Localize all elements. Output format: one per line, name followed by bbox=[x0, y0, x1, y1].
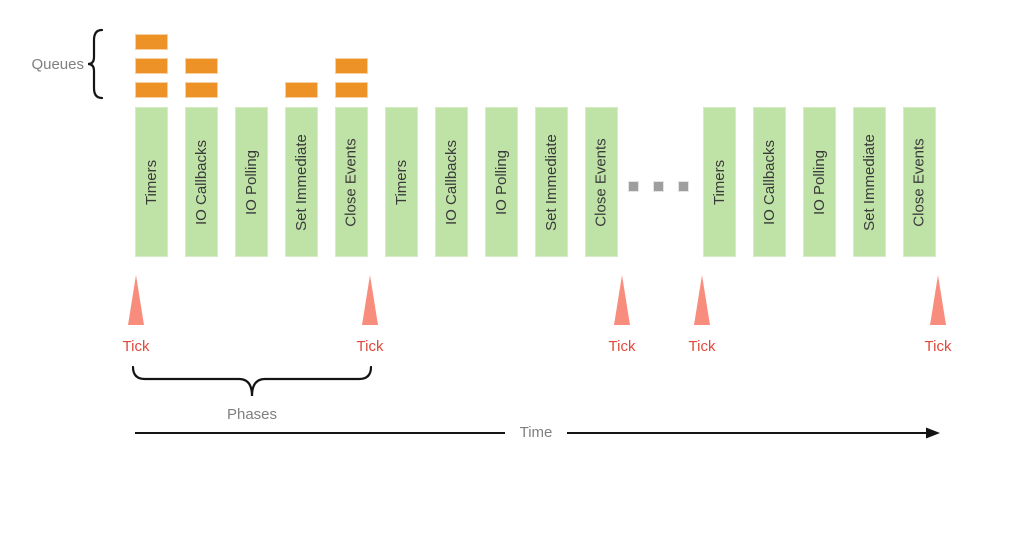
phase-bar-label: IO Polling bbox=[811, 149, 829, 215]
phase-bar-label: Close Events bbox=[343, 137, 360, 227]
queue-block bbox=[135, 34, 168, 50]
phase-bar-label: IO Polling bbox=[493, 149, 511, 215]
phase-bar-label: IO Callbacks bbox=[761, 139, 778, 225]
phase-bar-io-callbacks: IO Callbacks bbox=[753, 107, 786, 257]
queue-block bbox=[185, 58, 218, 74]
phase-bar-label: Timers bbox=[393, 159, 410, 205]
phase-bar-timers: Timers bbox=[135, 107, 168, 257]
phase-bar-close-events: Close Events bbox=[903, 107, 936, 257]
phase-bar-label: Set Immediate bbox=[543, 133, 560, 231]
tick-label: Tick bbox=[924, 338, 952, 355]
ellipsis-dot bbox=[628, 181, 639, 192]
phase-bar-io-polling: IO Polling bbox=[235, 107, 268, 257]
tick-marker-icon bbox=[693, 275, 710, 325]
queue-block bbox=[135, 82, 168, 98]
phase-bar-label: IO Polling bbox=[243, 149, 261, 215]
tick-label: Tick bbox=[122, 338, 150, 355]
phase-bar-label: IO Callbacks bbox=[443, 139, 460, 225]
phase-bar-label: Set Immediate bbox=[293, 133, 310, 231]
phase-bar-label: Timers bbox=[143, 159, 160, 205]
phases-label: Phases bbox=[226, 406, 278, 423]
queue-block bbox=[185, 82, 218, 98]
queues-label: Queues bbox=[31, 56, 84, 73]
phase-bar-timers: Timers bbox=[703, 107, 736, 257]
phase-bar-label: Timers bbox=[711, 159, 728, 205]
tick-marker-icon bbox=[361, 275, 378, 325]
phase-bar-close-events: Close Events bbox=[335, 107, 368, 257]
tick-label: Tick bbox=[356, 338, 384, 355]
tick-marker-icon bbox=[613, 275, 630, 325]
tick-label: Tick bbox=[608, 338, 636, 355]
phase-bar-io-polling: IO Polling bbox=[485, 107, 518, 257]
tick-label: Tick bbox=[688, 338, 716, 355]
phase-bar-close-events: Close Events bbox=[585, 107, 618, 257]
phase-bar-label: IO Callbacks bbox=[193, 139, 210, 225]
phase-bar-io-callbacks: IO Callbacks bbox=[185, 107, 218, 257]
phase-bar-set-immediate: Set Immediate bbox=[853, 107, 886, 257]
tick-marker-icon bbox=[127, 275, 144, 325]
phases-brace-icon bbox=[131, 365, 373, 397]
queue-block bbox=[335, 58, 368, 74]
phase-bar-io-callbacks: IO Callbacks bbox=[435, 107, 468, 257]
phase-bar-set-immediate: Set Immediate bbox=[535, 107, 568, 257]
phase-bar-label: Close Events bbox=[911, 137, 928, 227]
phase-bar-timers: Timers bbox=[385, 107, 418, 257]
queue-block bbox=[135, 58, 168, 74]
tick-marker-icon bbox=[929, 275, 946, 325]
ellipsis-dot bbox=[678, 181, 689, 192]
phase-bar-set-immediate: Set Immediate bbox=[285, 107, 318, 257]
phase-bar-io-polling: IO Polling bbox=[803, 107, 836, 257]
time-axis-label: Time bbox=[505, 425, 567, 441]
queue-block bbox=[335, 82, 368, 98]
phase-bar-label: Close Events bbox=[593, 137, 610, 227]
ellipsis-dot bbox=[653, 181, 664, 192]
queues-brace-icon bbox=[87, 28, 104, 100]
phase-bar-label: Set Immediate bbox=[861, 133, 878, 231]
queue-block bbox=[285, 82, 318, 98]
